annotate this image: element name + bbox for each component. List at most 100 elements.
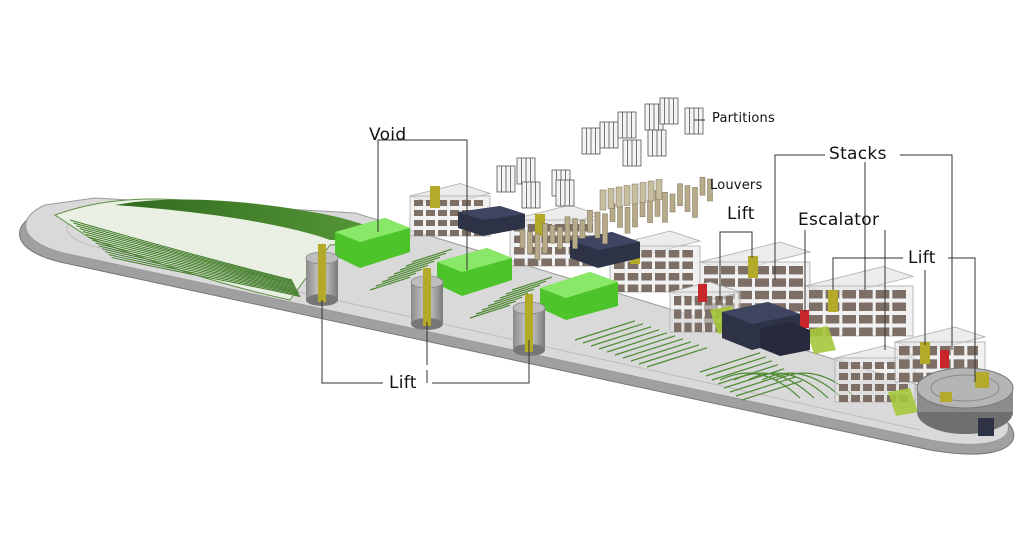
floor-stripe xyxy=(481,296,523,311)
shelf xyxy=(859,302,873,311)
louver xyxy=(527,231,533,255)
shelf xyxy=(674,296,682,306)
shelf xyxy=(809,302,823,311)
shelf xyxy=(859,290,873,299)
shelf xyxy=(450,200,459,206)
rotunda xyxy=(916,367,1014,436)
label-void: Void xyxy=(369,125,407,145)
shelf xyxy=(555,258,566,266)
shelf xyxy=(514,235,525,243)
louver xyxy=(549,224,556,244)
dark-blocks xyxy=(458,206,810,356)
lift-core xyxy=(828,290,838,312)
shelf xyxy=(438,230,447,236)
shelf xyxy=(705,296,713,306)
shelf xyxy=(514,258,525,266)
louver xyxy=(615,186,623,208)
floor-stripe xyxy=(505,280,547,295)
shelf xyxy=(450,210,459,216)
floor-stripe xyxy=(638,344,700,365)
shelf xyxy=(614,261,625,269)
contour-line xyxy=(111,256,301,298)
louver xyxy=(579,220,586,239)
label-louvers: Louvers xyxy=(710,178,763,193)
floor-stripe xyxy=(590,326,652,347)
partition xyxy=(684,107,704,135)
lift-core xyxy=(535,214,545,236)
shelf xyxy=(875,362,884,369)
floor-stripe xyxy=(411,248,453,263)
shelf xyxy=(627,284,639,292)
shelf xyxy=(527,258,539,266)
shelf xyxy=(715,296,723,306)
partition xyxy=(516,157,536,185)
floor-stripe xyxy=(393,260,435,275)
floor-stripe xyxy=(405,252,447,267)
shelf xyxy=(863,384,872,391)
shelf xyxy=(892,327,906,336)
contour-line xyxy=(101,248,299,294)
shelf xyxy=(772,278,786,287)
shelf xyxy=(892,315,906,324)
cylinder-core xyxy=(318,244,326,302)
shelf xyxy=(899,359,910,369)
floor-arc xyxy=(761,372,843,399)
shelf xyxy=(641,284,652,292)
contour-line xyxy=(76,225,294,284)
label-partitions: Partitions xyxy=(712,111,775,126)
shelf xyxy=(842,302,856,311)
louver xyxy=(617,205,623,228)
floor-stripe xyxy=(511,276,553,291)
contour-line xyxy=(82,231,295,286)
leader-lines xyxy=(321,119,976,384)
shelf xyxy=(892,290,906,299)
contour-line xyxy=(98,245,298,293)
shelf xyxy=(641,261,652,269)
partition xyxy=(647,129,667,157)
shelf xyxy=(684,322,692,332)
cylinder-core xyxy=(525,294,533,352)
louver xyxy=(655,179,663,200)
floor-stripe xyxy=(735,376,797,397)
shelf xyxy=(704,266,718,275)
shelf xyxy=(738,290,752,300)
label-lift-bottom: Lift xyxy=(389,373,417,393)
contour-line xyxy=(73,222,293,282)
shelf xyxy=(789,266,803,275)
escalator xyxy=(940,350,949,368)
partition xyxy=(581,127,601,155)
louver xyxy=(669,193,676,213)
label-lift-right: Lift xyxy=(908,248,936,268)
green-voids xyxy=(335,218,618,320)
shelf xyxy=(851,384,860,391)
louver xyxy=(692,187,698,218)
escalator xyxy=(698,284,707,302)
shelf xyxy=(682,261,693,269)
louver xyxy=(557,226,563,250)
shelf xyxy=(541,258,552,266)
floor-pattern xyxy=(369,248,857,401)
shelf xyxy=(738,266,752,275)
shelf xyxy=(655,273,666,281)
shelf xyxy=(772,266,786,275)
shelf xyxy=(863,395,872,402)
floor-stripe xyxy=(741,380,803,401)
shelf xyxy=(789,278,803,287)
shelf xyxy=(682,250,693,258)
partition xyxy=(496,165,516,193)
partition xyxy=(521,181,541,209)
floor-stripe xyxy=(582,323,644,344)
shelf xyxy=(426,210,435,216)
contour-line xyxy=(95,242,298,291)
lift-core xyxy=(748,256,758,278)
floor-stripe xyxy=(646,347,708,368)
floor-stripe xyxy=(399,256,441,271)
shelf xyxy=(809,315,823,324)
shelf xyxy=(875,373,884,380)
shelf xyxy=(926,359,937,369)
shelf xyxy=(887,384,896,391)
floor-stripe xyxy=(711,360,773,381)
louver xyxy=(519,229,526,249)
floor-arc xyxy=(719,372,801,399)
